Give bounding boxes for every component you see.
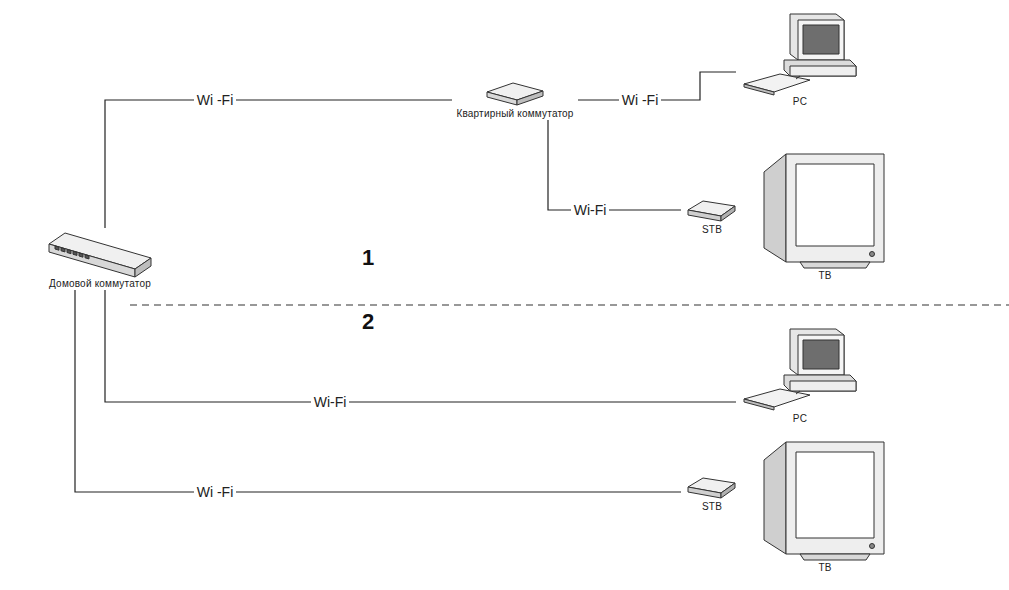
device-icon bbox=[688, 201, 735, 221]
device-node: ТВ bbox=[756, 438, 894, 574]
device-node: STB bbox=[681, 198, 743, 236]
device-label: Домовой коммутатор bbox=[49, 278, 151, 290]
wifi-link bbox=[105, 290, 736, 402]
device-icon bbox=[764, 154, 884, 268]
link-label: Wi-Fi bbox=[571, 202, 610, 218]
device-icon bbox=[744, 14, 856, 95]
device-icon bbox=[685, 198, 739, 224]
device-node: PC bbox=[736, 10, 864, 108]
device-icon bbox=[744, 329, 856, 410]
device-label: ТВ bbox=[818, 562, 831, 574]
device-icon bbox=[45, 228, 155, 278]
device-label: STB bbox=[702, 501, 722, 513]
device-icon bbox=[760, 150, 890, 270]
link-label: Wi -Fi bbox=[194, 92, 237, 108]
device-icon bbox=[485, 80, 545, 108]
device-icon bbox=[740, 10, 860, 96]
device-icon bbox=[688, 478, 735, 498]
device-label: ТВ bbox=[818, 270, 831, 282]
device-node: Домовой коммутатор bbox=[41, 228, 159, 290]
device-node: STB bbox=[681, 475, 743, 513]
section-number: 1 bbox=[362, 246, 374, 270]
device-label: STB bbox=[702, 224, 722, 236]
link-label: Wi-Fi bbox=[311, 394, 350, 410]
wifi-link bbox=[75, 290, 681, 492]
device-icon bbox=[49, 233, 151, 277]
device-label: PC bbox=[793, 96, 807, 108]
device-icon bbox=[764, 442, 884, 560]
device-label: Квартирный коммутатор bbox=[456, 108, 573, 120]
wifi-link bbox=[548, 120, 681, 210]
device-icon bbox=[760, 438, 890, 562]
device-node: Квартирный коммутатор bbox=[452, 80, 578, 120]
divider-line bbox=[130, 304, 1009, 305]
device-icon bbox=[487, 83, 543, 105]
section-number: 2 bbox=[362, 310, 374, 334]
wifi-link bbox=[105, 100, 452, 228]
device-label: PC bbox=[793, 413, 807, 425]
link-label: Wi -Fi bbox=[194, 484, 237, 500]
link-label: Wi -Fi bbox=[619, 92, 662, 108]
device-node: PC bbox=[736, 325, 864, 425]
device-icon bbox=[740, 325, 860, 413]
device-icon bbox=[685, 475, 739, 501]
device-node: ТВ bbox=[756, 150, 894, 282]
